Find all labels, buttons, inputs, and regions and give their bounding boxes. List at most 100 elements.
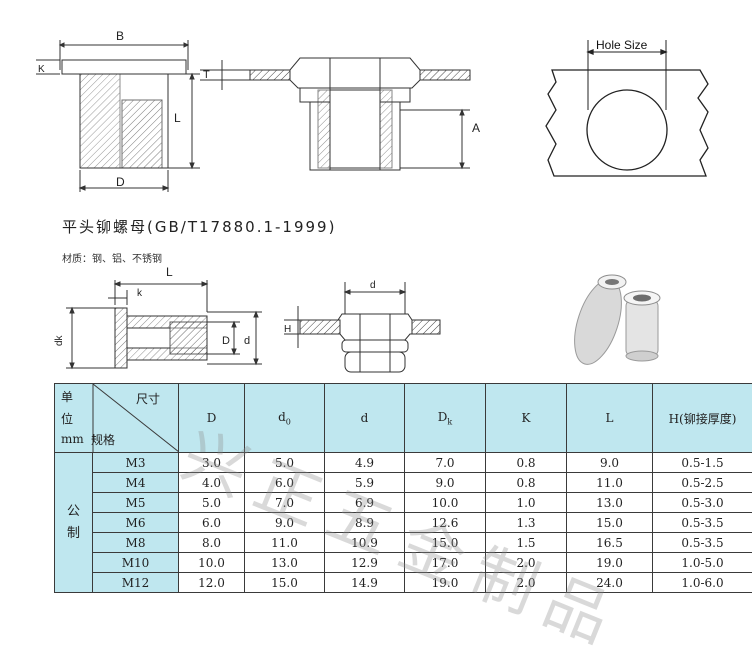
- table-row: 公制 M3 3.0 5.0 4.9 7.0 0.8 9.0 0.5-1.5: [55, 453, 752, 473]
- value-cell: 8.9: [325, 513, 405, 533]
- value-cell: 19.0: [567, 553, 653, 573]
- spec-cell: M8: [93, 533, 179, 553]
- corner-unit-3: mm: [61, 432, 84, 446]
- rivet-nut-installed-view: [200, 58, 470, 170]
- rivet-nut-cross-section: [66, 280, 262, 368]
- spec-cell: M12: [93, 573, 179, 593]
- corner-unit-1: 单: [61, 388, 73, 405]
- middle-drawings: L k dk D d H d: [0, 255, 752, 380]
- value-cell: 5.0: [179, 493, 245, 513]
- standard-cell: 公制: [55, 453, 93, 593]
- header-d: d: [325, 384, 405, 453]
- hole-size-label: Hole Size: [596, 38, 648, 52]
- table-row: M5 5.0 7.0 6.9 10.0 1.0 13.0 0.5-3.0: [55, 493, 752, 513]
- value-cell: 4.0: [179, 473, 245, 493]
- label-a: A: [472, 121, 480, 135]
- value-cell: 9.0: [245, 513, 325, 533]
- hole-size-view: [546, 40, 708, 176]
- value-cell: 0.5-1.5: [653, 453, 752, 473]
- label-b: B: [116, 29, 124, 43]
- header-corner-cell: 单 位 mm 尺寸 规格: [55, 384, 179, 453]
- value-cell: 6.9: [325, 493, 405, 513]
- value-cell: 4.9: [325, 453, 405, 473]
- corner-size-label: 尺寸: [136, 390, 160, 407]
- value-cell: 0.5-3.5: [653, 513, 752, 533]
- value-cell: 15.0: [405, 533, 486, 553]
- value-cell: 2.0: [486, 553, 567, 573]
- mid-label-dk: dk: [54, 334, 65, 346]
- value-cell: 0.5-3.0: [653, 493, 752, 513]
- spec-cell: M4: [93, 473, 179, 493]
- value-cell: 0.5-2.5: [653, 473, 752, 493]
- mid-label-l: L: [166, 265, 173, 279]
- value-cell: 11.0: [245, 533, 325, 553]
- value-cell: 13.0: [245, 553, 325, 573]
- value-cell: 14.9: [325, 573, 405, 593]
- value-cell: 1.0: [486, 493, 567, 513]
- table-row: M10 10.0 13.0 12.9 17.0 2.0 19.0 1.0-5.0: [55, 553, 752, 573]
- table-row: M4 4.0 6.0 5.9 9.0 0.8 11.0 0.5-2.5: [55, 473, 752, 493]
- value-cell: 6.0: [245, 473, 325, 493]
- table-header-row: 单 位 mm 尺寸 规格 D d0 d Dk K L H(铆接厚度): [55, 384, 752, 453]
- spec-cell: M5: [93, 493, 179, 513]
- value-cell: 5.0: [245, 453, 325, 473]
- mid-label-d0: d: [370, 280, 376, 291]
- value-cell: 0.8: [486, 473, 567, 493]
- product-title: 平头铆螺母(GB/T17880.1-1999): [62, 216, 336, 237]
- header-dk: Dk: [405, 384, 486, 453]
- spec-cell: M10: [93, 553, 179, 573]
- value-cell: 3.0: [179, 453, 245, 473]
- value-cell: 0.8: [486, 453, 567, 473]
- value-cell: 1.5: [486, 533, 567, 553]
- value-cell: 9.0: [405, 473, 486, 493]
- header-K: K: [486, 384, 567, 453]
- value-cell: 1.0-6.0: [653, 573, 752, 593]
- value-cell: 15.0: [245, 573, 325, 593]
- value-cell: 16.5: [567, 533, 653, 553]
- header-H: H(铆接厚度): [653, 384, 752, 453]
- label-l: L: [174, 111, 181, 125]
- value-cell: 10.0: [179, 553, 245, 573]
- value-cell: 19.0: [405, 573, 486, 593]
- product-photo: [565, 274, 660, 370]
- value-cell: 8.0: [179, 533, 245, 553]
- value-cell: 5.9: [325, 473, 405, 493]
- table-row: M6 6.0 9.0 8.9 12.6 1.3 15.0 0.5-3.5: [55, 513, 752, 533]
- value-cell: 7.0: [405, 453, 486, 473]
- mid-label-k: k: [137, 288, 143, 299]
- table-row: M8 8.0 11.0 10.9 15.0 1.5 16.5 0.5-3.5: [55, 533, 752, 553]
- value-cell: 10.0: [405, 493, 486, 513]
- label-d: D: [116, 175, 125, 189]
- label-k: K: [38, 64, 45, 75]
- spec-cell: M3: [93, 453, 179, 473]
- value-cell: 6.0: [179, 513, 245, 533]
- value-cell: 17.0: [405, 553, 486, 573]
- header-L: L: [567, 384, 653, 453]
- installed-section: [284, 282, 440, 372]
- value-cell: 10.9: [325, 533, 405, 553]
- top-drawings: B K L D T A Hole Size: [0, 0, 752, 205]
- corner-unit-2: 位: [61, 410, 73, 427]
- table-row: M12 12.0 15.0 14.9 19.0 2.0 24.0 1.0-6.0: [55, 573, 752, 593]
- value-cell: 2.0: [486, 573, 567, 593]
- mid-label-D: D: [222, 335, 230, 347]
- header-d0: d0: [245, 384, 325, 453]
- value-cell: 1.3: [486, 513, 567, 533]
- value-cell: 12.0: [179, 573, 245, 593]
- header-D: D: [179, 384, 245, 453]
- corner-spec-label: 规格: [91, 431, 115, 448]
- mid-label-d: d: [244, 335, 250, 347]
- spec-cell: M6: [93, 513, 179, 533]
- mid-label-H: H: [284, 324, 291, 335]
- value-cell: 12.6: [405, 513, 486, 533]
- value-cell: 0.5-3.5: [653, 533, 752, 553]
- value-cell: 7.0: [245, 493, 325, 513]
- spec-table: 单 位 mm 尺寸 规格 D d0 d Dk K L H(铆接厚度) 公制 M3…: [54, 383, 752, 593]
- value-cell: 24.0: [567, 573, 653, 593]
- value-cell: 9.0: [567, 453, 653, 473]
- value-cell: 13.0: [567, 493, 653, 513]
- value-cell: 11.0: [567, 473, 653, 493]
- value-cell: 12.9: [325, 553, 405, 573]
- value-cell: 15.0: [567, 513, 653, 533]
- value-cell: 1.0-5.0: [653, 553, 752, 573]
